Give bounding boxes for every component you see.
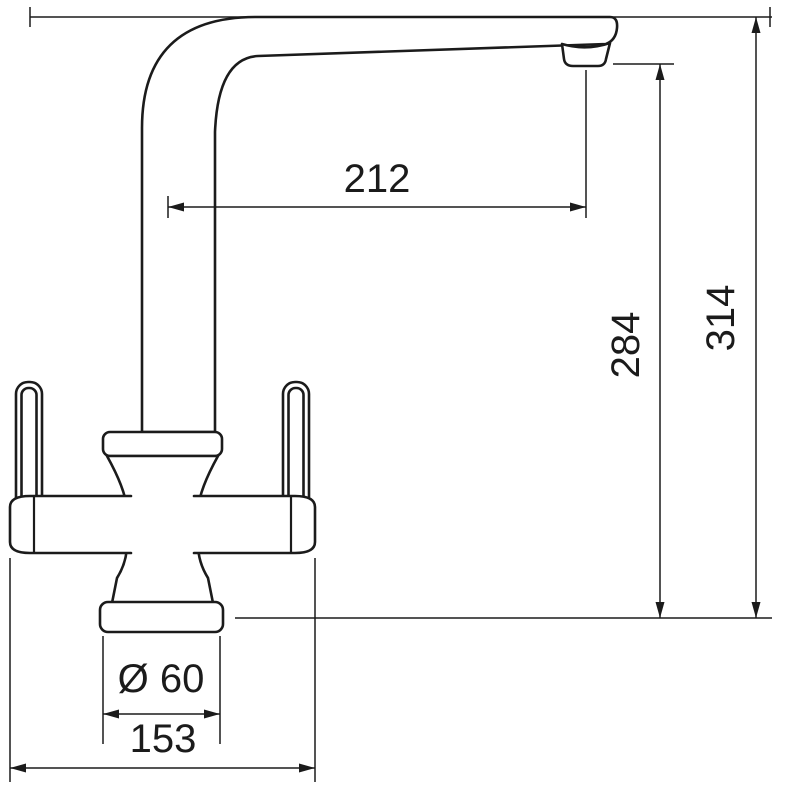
right-lever-handle-inner xyxy=(287,386,305,506)
dimension-label-outlet-height: 284 xyxy=(604,312,648,379)
right-handle-hub xyxy=(192,494,317,555)
tap-base-flange xyxy=(98,600,225,634)
arrowhead-top xyxy=(751,17,761,33)
arrowhead-bottom xyxy=(751,602,761,618)
arrowhead-right xyxy=(204,709,220,719)
dimension-label-overall-width: 153 xyxy=(130,717,197,761)
dimension-base-diameter: Ø 60 xyxy=(102,636,221,744)
arrowhead-top xyxy=(655,64,665,80)
tap-outline xyxy=(8,15,619,634)
dimension-outlet-height: 284 xyxy=(604,63,674,618)
arrowhead-left xyxy=(10,763,26,773)
dimension-spout-reach: 212 xyxy=(167,70,587,218)
dimension-label-base-diameter: Ø 60 xyxy=(118,657,205,701)
tap-spout-and-riser xyxy=(140,15,619,434)
tap-collar xyxy=(101,430,224,458)
left-handle-hub xyxy=(8,494,133,555)
dimension-label-spout-reach: 212 xyxy=(344,157,411,201)
arrowhead-right xyxy=(570,202,586,212)
arrowhead-right xyxy=(299,763,315,773)
tap-aerator xyxy=(560,41,612,68)
arrowhead-bottom xyxy=(655,602,665,618)
dimension-label-total-height: 314 xyxy=(699,285,743,352)
arrowhead-left xyxy=(103,709,119,719)
dimension-total-height: 314 xyxy=(235,17,772,619)
arrowhead-left xyxy=(168,202,184,212)
left-lever-handle-inner xyxy=(20,386,38,506)
dimension-overall-width: 153 xyxy=(9,558,316,782)
